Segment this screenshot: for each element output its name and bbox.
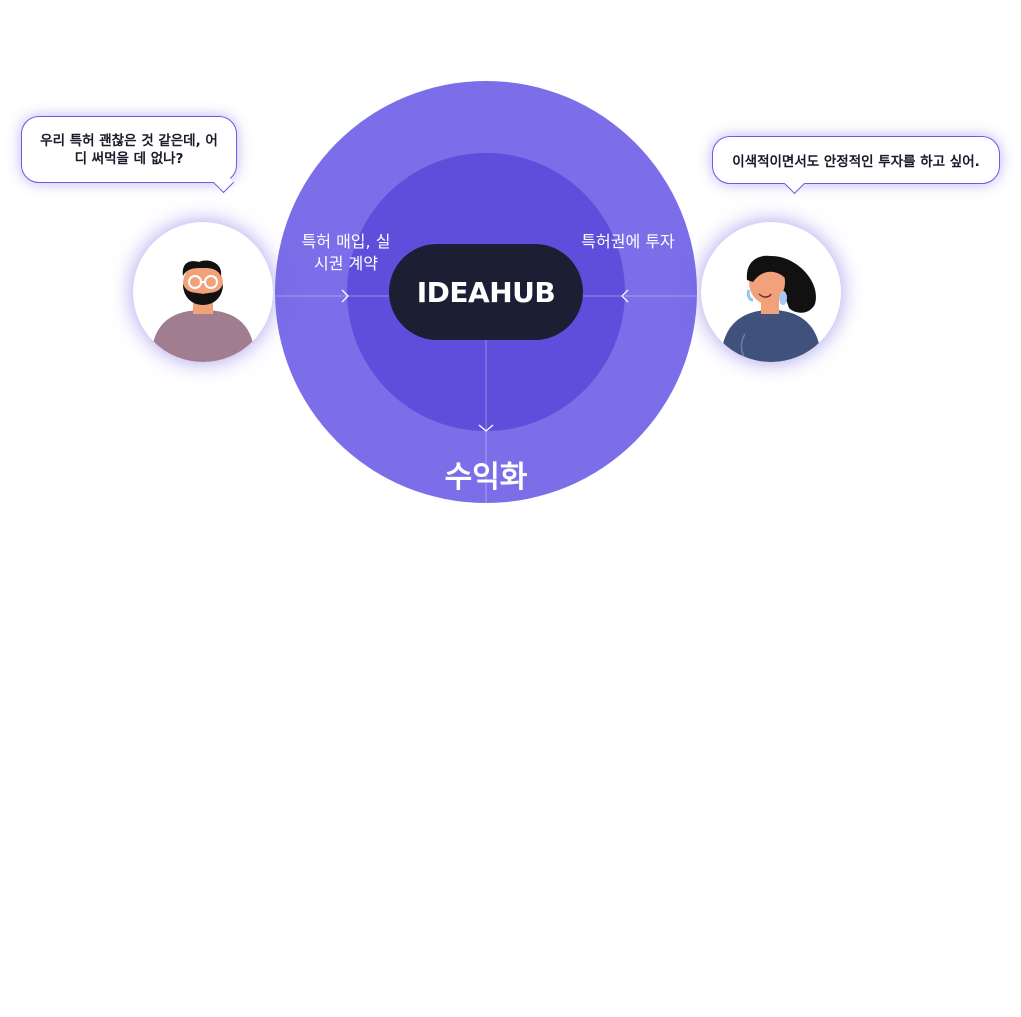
hub-label: IDEAHUB — [416, 275, 556, 309]
avatar-left — [133, 222, 273, 362]
speech-text-right: 이색적이면서도 안정적인 투자를 하고 싶어. — [732, 154, 980, 170]
hub-pill: IDEAHUB — [389, 244, 583, 340]
result-label: 수익화 — [444, 460, 528, 495]
avatar-right — [701, 222, 841, 362]
speech-bubble-left: 우리 특허 괜찮은 것 같은데, 어디 써먹을 데 없나? — [21, 116, 237, 194]
flow-label-left: 특허 매입, 실시권 계약 — [301, 232, 391, 273]
role-label-right: 개인 투자자 — [736, 381, 806, 397]
speech-bubble-right: 이색적이면서도 안정적인 투자를 하고 싶어. — [712, 136, 1000, 195]
flow-label-right: 특허권에 투자 — [581, 232, 675, 251]
speech-text-left: 우리 특허 괜찮은 것 같은데, 어디 써먹을 데 없나? — [40, 132, 218, 167]
role-label-left: 대학·연구소 — [168, 381, 238, 397]
bearded-man-avatar-icon — [151, 260, 255, 362]
woman-avatar-icon — [721, 255, 821, 362]
chevron-down-icon — [478, 424, 494, 432]
chevron-right-icon — [341, 289, 349, 303]
chevron-left-icon — [621, 289, 629, 303]
